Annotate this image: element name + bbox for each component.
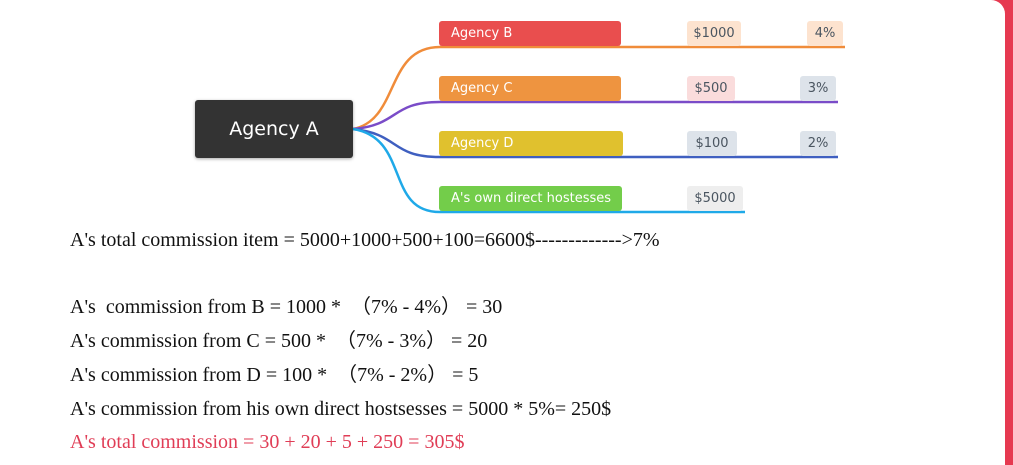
rate-agency-c: 3% [800,76,836,101]
connector-agency-d [352,127,838,159]
node-agency-b[interactable]: Agency B [439,21,621,46]
node-agency-d-label: Agency D [451,136,514,151]
branch-connectors [352,45,845,214]
node-agency-d[interactable]: Agency D [439,131,623,156]
connector-agency-c [352,100,838,131]
amount-agency-b: $1000 [687,21,741,46]
total-commission-item-text: A's total commission item = 5000+1000+50… [70,229,660,251]
connector-own-hostesses [352,127,745,214]
commission-from-b-text: A's commission from B = 1000 * （7% - 4%）… [70,296,503,318]
rate-agency-b: 4% [807,21,843,46]
amount-agency-d: $100 [687,131,737,156]
node-own-hostesses[interactable]: A's own direct hostesses [439,186,622,211]
commission-from-c-text: A's commission from C = 500 * （7% - 3%） … [70,330,488,352]
node-agency-c-label: Agency C [451,81,513,96]
root-node-label: Agency A [229,118,319,140]
root-node-agency-a[interactable]: Agency A [195,100,353,158]
amount-own-hostesses: $5000 [687,186,743,211]
commission-from-own-text: A's commission from his own direct hosts… [70,398,612,420]
commission-from-d-text: A's commission from D = 100 * （7% - 2%） … [70,364,479,386]
amount-agency-c: $500 [687,76,735,101]
rate-agency-d: 2% [800,131,836,156]
total-commission-text: A's total commission = 30 + 20 + 5 + 250… [70,431,465,453]
node-agency-c[interactable]: Agency C [439,76,621,101]
node-agency-b-label: Agency B [451,26,513,41]
node-own-hostesses-label: A's own direct hostesses [451,191,612,206]
connector-agency-b [352,45,845,131]
